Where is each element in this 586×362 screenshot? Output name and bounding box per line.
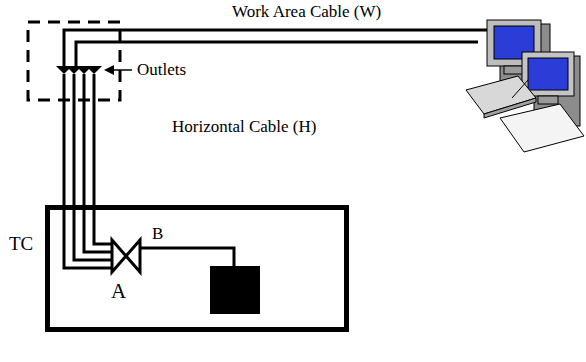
patch-cable bbox=[140, 248, 234, 266]
outlets-label: Outlets bbox=[137, 61, 186, 80]
horizontal-cables bbox=[64, 74, 112, 268]
outlet-symbols bbox=[56, 66, 102, 74]
network-equipment bbox=[210, 266, 260, 314]
telecom-closet: TC bbox=[45, 205, 349, 332]
outlets-pointer bbox=[104, 65, 132, 75]
cable-label: Work Area Cable (W) bbox=[232, 3, 381, 22]
cable-label: Horizontal Cable (H) bbox=[172, 118, 316, 137]
patch-panel bbox=[112, 240, 140, 272]
part-label: A bbox=[111, 280, 126, 303]
computer-workstations bbox=[466, 20, 584, 152]
part-label: B bbox=[152, 225, 163, 244]
box-heading: TC bbox=[9, 234, 33, 255]
work-area-cables bbox=[64, 30, 488, 68]
